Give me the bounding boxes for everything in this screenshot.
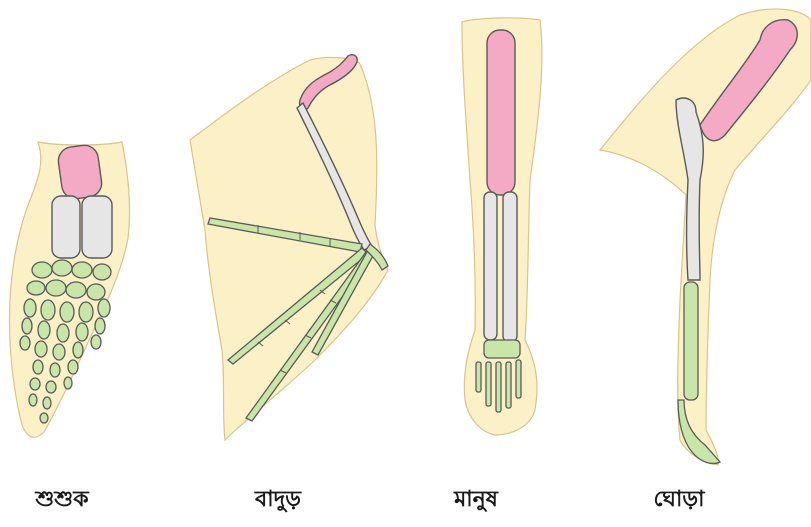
human-arm (462, 18, 542, 435)
human-radius (484, 192, 497, 340)
bat-wing (190, 55, 388, 440)
label-whale: শুশুক (35, 482, 88, 519)
human-humerus (487, 30, 515, 195)
whale-flipper (10, 142, 130, 437)
label-horse: ঘোড়া (654, 482, 705, 519)
label-bat: বাদুড় (255, 482, 301, 519)
label-human: মানুষ (454, 482, 498, 519)
whale-radius (52, 196, 80, 258)
whale-humerus (57, 143, 104, 200)
whale-ulna (82, 196, 112, 258)
horse-leg-outline (600, 9, 811, 465)
human-ulna (503, 192, 517, 342)
horse-leg (600, 9, 811, 465)
